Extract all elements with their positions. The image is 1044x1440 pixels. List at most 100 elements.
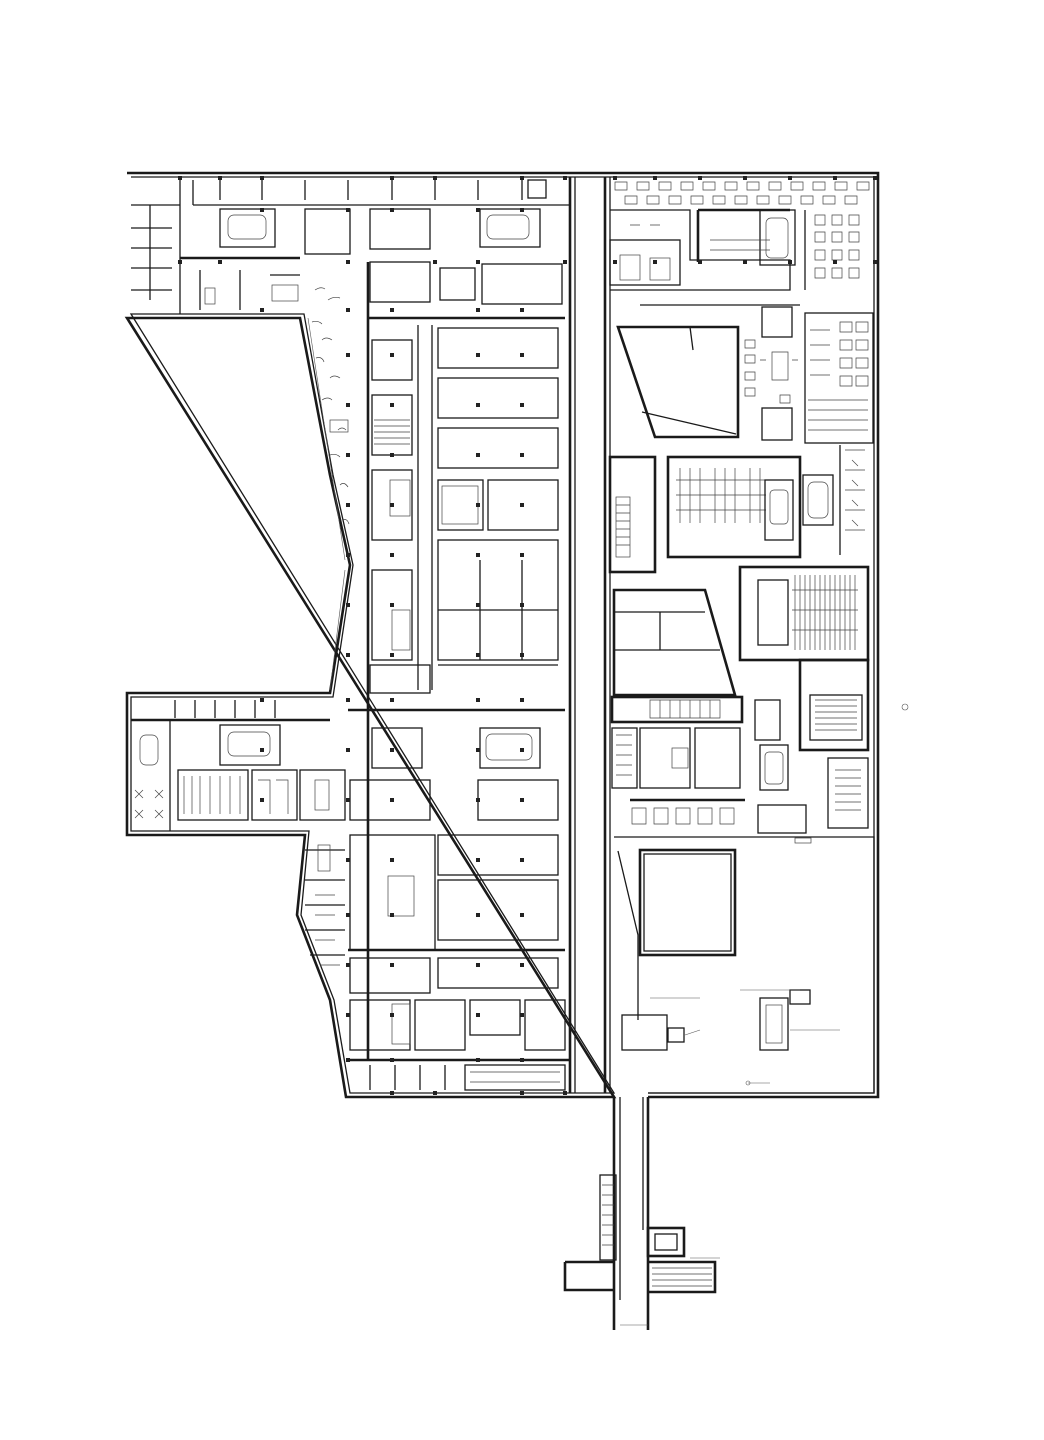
- structural-column: [476, 858, 480, 862]
- asterisk-marks: [134, 789, 164, 819]
- auditorium: [738, 565, 870, 829]
- structural-column: [476, 1058, 480, 1062]
- angled-hall: [616, 306, 874, 444]
- structural-column: [520, 798, 524, 802]
- auditorium-seating: [792, 575, 858, 650]
- structural-column: [390, 453, 394, 457]
- structural-column: [476, 403, 480, 407]
- west-atrium: [307, 287, 350, 691]
- structural-column: [743, 260, 747, 264]
- structural-column: [260, 308, 264, 312]
- structural-column: [390, 653, 394, 657]
- structural-column: [476, 353, 480, 357]
- structural-column: [476, 308, 480, 312]
- structural-column: [260, 208, 264, 212]
- structural-column: [260, 698, 264, 702]
- courtyard: [614, 836, 875, 1094]
- southwest-lab-block: [305, 834, 570, 1091]
- structural-column: [346, 748, 350, 752]
- structural-column: [476, 798, 480, 802]
- structural-column: [833, 260, 837, 264]
- structural-column: [390, 1091, 394, 1095]
- structural-column: [873, 260, 877, 264]
- structural-column: [476, 453, 480, 457]
- structural-column: [346, 798, 350, 802]
- structural-column: [613, 176, 617, 180]
- structural-column: [520, 453, 524, 457]
- structural-column: [520, 208, 524, 212]
- building-outline: [124, 171, 880, 1099]
- structural-column: [653, 260, 657, 264]
- structural-column: [346, 963, 350, 967]
- structural-column: [520, 553, 524, 557]
- structural-column: [260, 798, 264, 802]
- structural-column: [260, 176, 264, 180]
- structural-column: [788, 260, 792, 264]
- classroom-block: [608, 445, 865, 574]
- structural-column: [390, 176, 394, 180]
- structural-column: [520, 748, 524, 752]
- northwest-wing: [131, 177, 570, 314]
- structural-column: [178, 260, 182, 264]
- structural-column: [218, 260, 222, 264]
- structural-column: [476, 698, 480, 702]
- structural-column: [433, 1091, 437, 1095]
- structural-column: [563, 260, 567, 264]
- structural-column: [390, 403, 394, 407]
- structural-column: [833, 176, 837, 180]
- structural-column: [788, 176, 792, 180]
- lounge-seating: [744, 339, 798, 404]
- structural-column: [698, 176, 702, 180]
- structural-column: [260, 748, 264, 752]
- structural-column: [476, 913, 480, 917]
- structural-column: [653, 176, 657, 180]
- central-corridor: [603, 177, 611, 1093]
- structural-column: [390, 798, 394, 802]
- structural-column: [520, 1058, 524, 1062]
- structural-column: [613, 260, 617, 264]
- structural-column: [346, 1013, 350, 1017]
- structural-column: [520, 1013, 524, 1017]
- structural-column: [873, 176, 877, 180]
- structural-column: [390, 858, 394, 862]
- structural-column: [346, 260, 350, 264]
- structural-column: [563, 1091, 567, 1095]
- structural-column: [390, 353, 394, 357]
- structural-column: [520, 653, 524, 657]
- west-lab-spine: [366, 177, 576, 1093]
- south-link: [563, 1097, 720, 1330]
- structural-column: [520, 176, 524, 180]
- structural-column: [390, 603, 394, 607]
- structural-column: [520, 503, 524, 507]
- structural-column: [390, 503, 394, 507]
- structural-column: [346, 1058, 350, 1062]
- structural-column: [476, 963, 480, 967]
- structural-column: [390, 208, 394, 212]
- structural-column: [390, 963, 394, 967]
- structural-column: [476, 208, 480, 212]
- structural-column: [563, 176, 567, 180]
- structural-column: [346, 603, 350, 607]
- structural-column: [346, 653, 350, 657]
- structural-column: [476, 553, 480, 557]
- structural-column: [476, 748, 480, 752]
- annotation-marker: [901, 703, 909, 711]
- north-open-office: [609, 181, 870, 306]
- structural-column: [520, 963, 524, 967]
- desk-rows: [676, 468, 766, 523]
- trapezoid-hall: [612, 588, 737, 697]
- structural-column: [390, 1058, 394, 1062]
- structural-column: [346, 858, 350, 862]
- structural-column: [346, 208, 350, 212]
- structural-column: [476, 1013, 480, 1017]
- structural-column: [346, 553, 350, 557]
- structural-column: [520, 308, 524, 312]
- structural-column: [390, 308, 394, 312]
- structural-column: [520, 353, 524, 357]
- structural-column: [390, 748, 394, 752]
- structural-column: [390, 913, 394, 917]
- west-middle-wing: [131, 700, 565, 831]
- structural-column: [390, 1013, 394, 1017]
- structural-column: [346, 698, 350, 702]
